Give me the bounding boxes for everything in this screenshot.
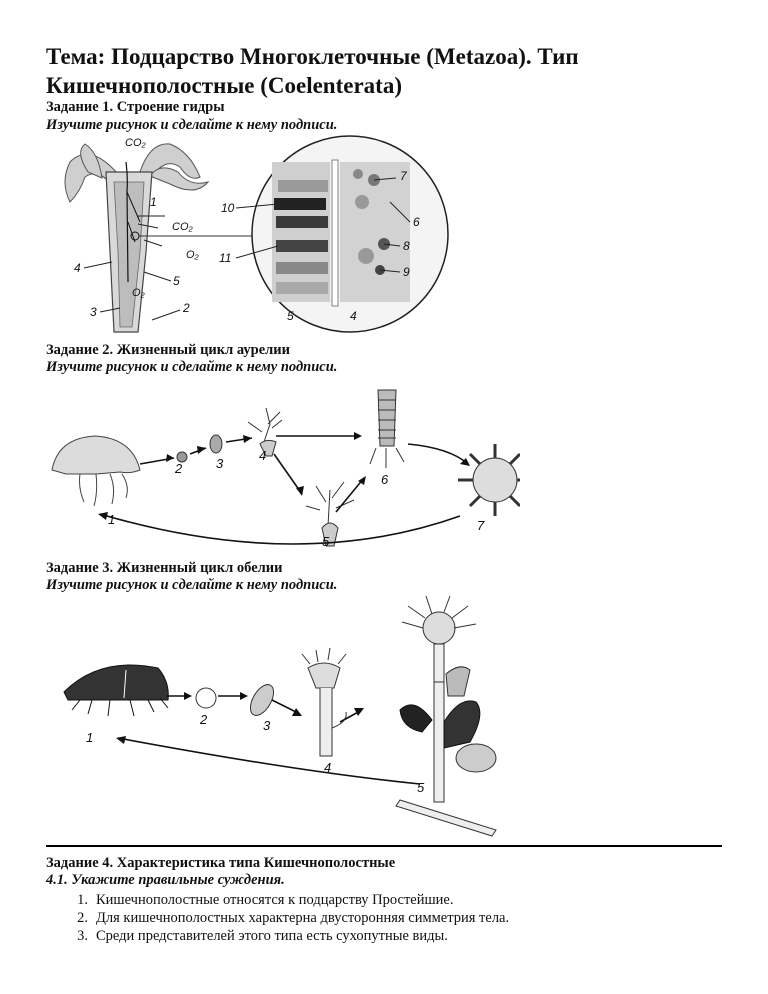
task1-heading: Задание 1. Строение гидры [46, 99, 225, 116]
label-2: 2 [182, 301, 190, 315]
aurelia-label-6: 6 [381, 472, 389, 487]
task2-heading: Задание 2. Жизненный цикл аурелии [46, 342, 290, 359]
obelia-label-1: 1 [86, 730, 93, 745]
budding-polyp [306, 482, 354, 546]
aurelia-label-7: 7 [477, 518, 485, 533]
task3-heading: Задание 3. Жизненный цикл обелии [46, 560, 283, 577]
cycle-arrows-2 [118, 696, 420, 784]
aurelia-medusa [52, 436, 140, 506]
page-title: Тема: Подцарство Многоклеточные (Metazoa… [46, 42, 736, 100]
cycle-arrows [100, 436, 468, 544]
label-3: 3 [90, 305, 97, 319]
hydra-figure: CO₂ CO₂ O₂ O₂ 1 2 3 4 5 7 6 8 9 10 11 5 … [40, 132, 450, 337]
young-polyp [302, 648, 346, 756]
section-divider [46, 845, 722, 847]
aurelia-figure: 1 2 3 4 5 6 7 [40, 378, 520, 563]
aurelia-label-3: 3 [216, 456, 224, 471]
label-4: 4 [74, 261, 81, 275]
aurelia-label-4: 4 [259, 448, 266, 463]
obelia-egg [196, 688, 216, 708]
task4-subheading: 4.1. Укажите правильные суждения. [46, 872, 285, 889]
label-co2-top: CO₂ [125, 137, 147, 149]
zoom-label-8: 8 [403, 239, 410, 253]
list-item-number: 2. [68, 909, 88, 927]
label-5: 5 [173, 274, 180, 288]
hydra-illustration [65, 144, 270, 332]
ephyra [458, 444, 520, 516]
obelia-label-3: 3 [263, 718, 271, 733]
obelia-medusa [64, 665, 168, 716]
list-item-number: 1. [68, 891, 88, 909]
list-item-text: Среди представителей этого типа есть сух… [96, 927, 448, 945]
zoom-label-6: 6 [413, 215, 420, 229]
zoom-label-5: 5 [287, 309, 294, 323]
zoom-label-11: 11 [219, 251, 231, 265]
label-1: 1 [150, 195, 157, 209]
list-item: 3. Среди представителей этого типа есть … [68, 927, 708, 945]
zoom-label-4: 4 [350, 309, 357, 323]
list-item-text: Для кишечнополостных характерна двусторо… [96, 909, 509, 927]
obelia-label-5: 5 [417, 780, 425, 795]
task4-heading: Задание 4. Характеристика типа Кишечнопо… [46, 855, 395, 872]
obelia-label-2: 2 [199, 712, 208, 727]
aurelia-label-5: 5 [322, 534, 330, 549]
aurelia-label-1: 1 [108, 512, 115, 527]
aurelia-label-2: 2 [174, 461, 183, 476]
list-item: 2. Для кишечнополостных характерна двуст… [68, 909, 708, 927]
task2-instruction: Изучите рисунок и сделайте к нему подпис… [46, 359, 337, 376]
planula-larva [210, 435, 222, 453]
list-item-text: Кишечнополостные относятся к подцарству … [96, 891, 453, 909]
zoom-label-10: 10 [221, 201, 235, 215]
list-item: 1. Кишечнополостные относятся к подцарст… [68, 891, 708, 909]
label-o2-side: O₂ [186, 249, 200, 261]
zoom-label-9: 9 [403, 265, 410, 279]
label-co2-side: CO₂ [172, 221, 194, 233]
statements-list: 1. Кишечнополостные относятся к подцарст… [68, 891, 708, 945]
polyp-colony [396, 596, 496, 836]
obelia-label-4: 4 [324, 760, 331, 775]
obelia-figure: 1 2 3 4 5 [40, 592, 520, 837]
label-o2-body: O₂ [132, 287, 146, 299]
list-item-number: 3. [68, 927, 88, 945]
cell-magnification [252, 136, 448, 332]
strobila [370, 390, 404, 468]
